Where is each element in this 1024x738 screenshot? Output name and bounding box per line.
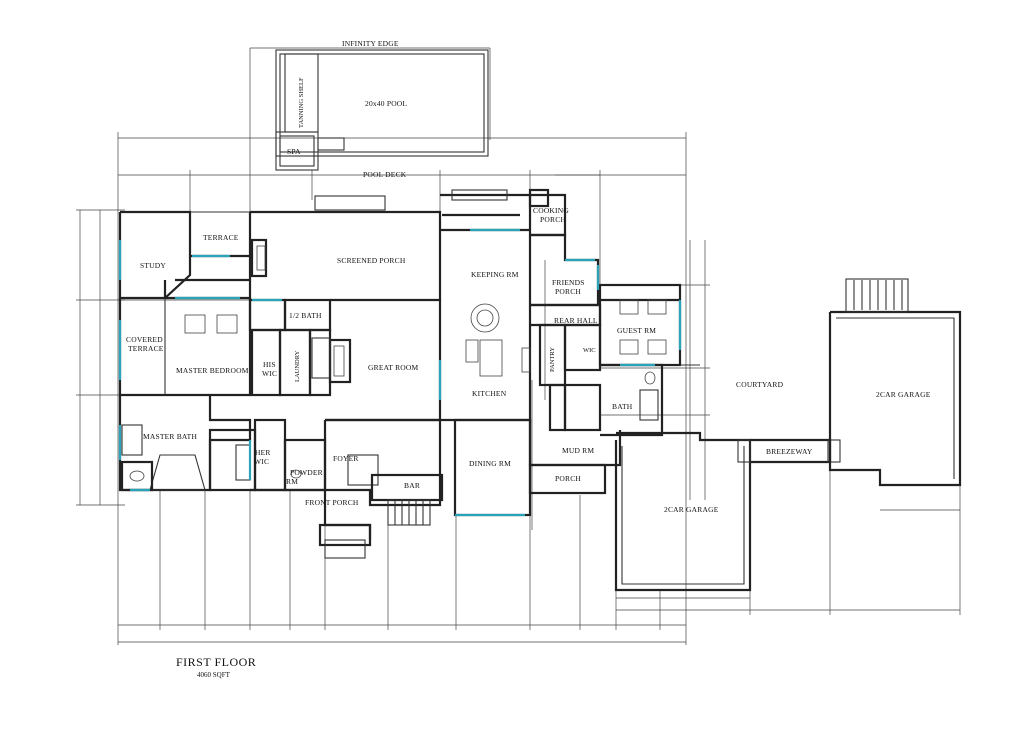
label-pantry: PANTRY — [549, 347, 556, 372]
label-powder-rm-2: RM — [286, 477, 298, 486]
label-foyer: FOYER — [333, 454, 359, 463]
label-spa: SPA — [287, 147, 301, 156]
label-rear-hall: REAR HALL — [554, 316, 598, 325]
label-2car-garage-right: 2CAR GARAGE — [876, 390, 931, 399]
label-her-wic-2: WIC — [254, 457, 269, 466]
label-infinity-edge: INFINITY EDGE — [342, 39, 399, 48]
label-great-room: GREAT ROOM — [368, 363, 419, 372]
label-half-bath: 1/2 BATH — [289, 311, 322, 320]
label-tanning-shelf: TANNING SHELF — [298, 77, 305, 128]
label-laundry: LAUNDRY — [294, 350, 301, 382]
label-his-wic-2: WIC — [262, 369, 277, 378]
label-porch: PORCH — [555, 474, 581, 483]
label-cooking-porch-2: PORCH — [540, 215, 566, 224]
label-kitchen: KITCHEN — [472, 389, 507, 398]
label-friends-porch-2: PORCH — [555, 287, 581, 296]
label-wic: WIC — [583, 347, 596, 354]
room-labels: INFINITY EDGE 20x40 POOL TANNING SHELF S… — [126, 39, 931, 514]
label-screened-porch: SCREENED PORCH — [337, 256, 406, 265]
label-pool-deck: POOL DECK — [363, 170, 407, 179]
label-friends-porch-1: FRIENDS — [552, 278, 585, 287]
windows — [118, 228, 682, 517]
label-front-porch: FRONT PORCH — [305, 498, 359, 507]
plan-subtitle: 4060 SQFT — [197, 671, 231, 679]
label-her-wic-1: HER — [255, 448, 271, 457]
label-cooking-porch-1: COOKING — [533, 206, 569, 215]
label-study: STUDY — [140, 261, 166, 270]
label-bath: BATH — [612, 402, 633, 411]
plan-title: FIRST FLOOR — [176, 655, 256, 669]
label-breezeway: BREEZEWAY — [766, 447, 813, 456]
pool-area — [275, 49, 489, 171]
label-dining-rm: DINING RM — [469, 459, 511, 468]
label-his-wic-1: HIS — [263, 360, 276, 369]
label-keeping-rm: KEEPING RM — [471, 270, 519, 279]
label-terrace: TERRACE — [203, 233, 239, 242]
label-2car-garage: 2CAR GARAGE — [664, 505, 719, 514]
house-walls — [118, 188, 962, 592]
label-guest-rm: GUEST RM — [617, 326, 656, 335]
label-courtyard: COURTYARD — [736, 380, 784, 389]
label-powder-rm-1: POWDER — [290, 468, 323, 477]
label-mud-rm: MUD RM — [562, 446, 594, 455]
label-covered-terrace-2: TERRACE — [128, 344, 164, 353]
fixtures — [129, 245, 667, 482]
label-covered-terrace-1: COVERED — [126, 335, 163, 344]
plan-title-block: FIRST FLOOR 4060 SQFT — [176, 655, 256, 679]
label-master-bath: MASTER BATH — [143, 432, 197, 441]
label-bar: BAR — [404, 481, 420, 490]
label-pool: 20x40 POOL — [365, 99, 407, 108]
dimension-lines — [76, 47, 961, 645]
label-master-bedroom: MASTER BEDROOM — [176, 366, 249, 375]
